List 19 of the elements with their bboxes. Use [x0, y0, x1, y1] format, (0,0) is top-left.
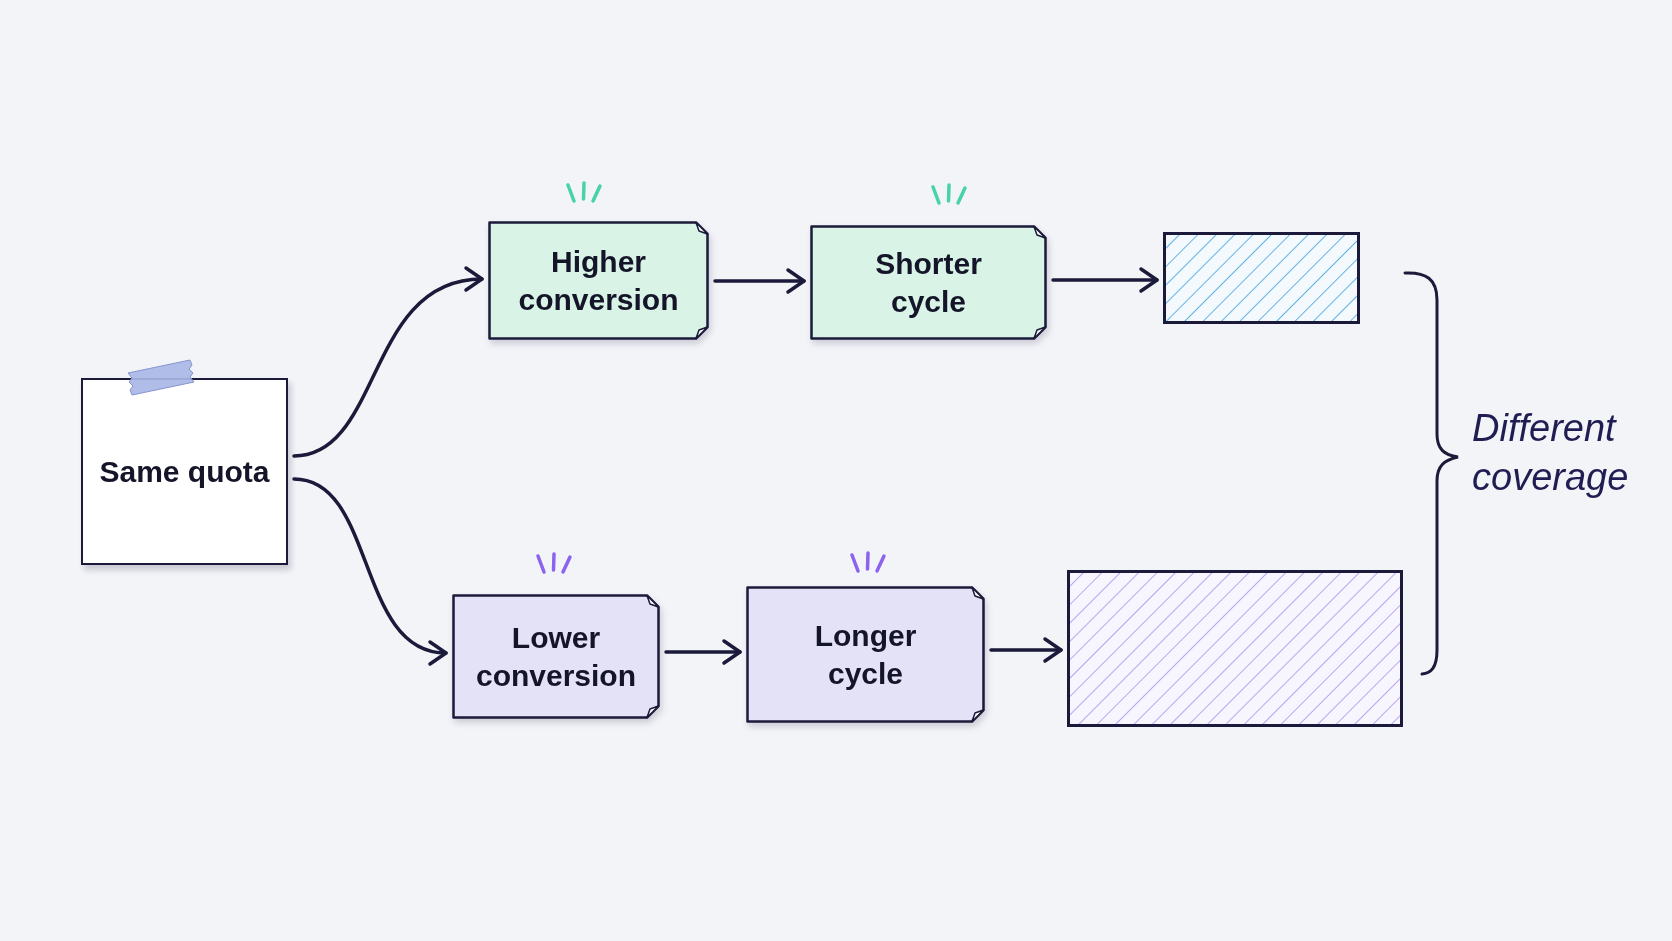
process-card	[488, 221, 709, 340]
process-card	[810, 225, 1047, 340]
arrow	[989, 637, 1063, 663]
card-label: Longer cycle	[813, 618, 918, 692]
process-card	[452, 594, 660, 719]
sticky-note	[81, 378, 288, 565]
card-label: Higher conversion	[517, 244, 680, 318]
process-card	[746, 586, 985, 723]
arrow	[292, 477, 448, 663]
arrow	[664, 639, 742, 665]
arrow	[292, 268, 484, 458]
annotation-text: Different coverage	[1472, 406, 1630, 501]
arrow	[1051, 267, 1159, 293]
hatched-bar	[1067, 570, 1403, 727]
hatched-bar	[1163, 232, 1360, 324]
card-label: Shorter cycle	[874, 246, 983, 320]
note-label: Same quota	[99, 453, 270, 490]
arrow	[713, 268, 806, 294]
card-label: Lower conversion	[474, 620, 638, 694]
